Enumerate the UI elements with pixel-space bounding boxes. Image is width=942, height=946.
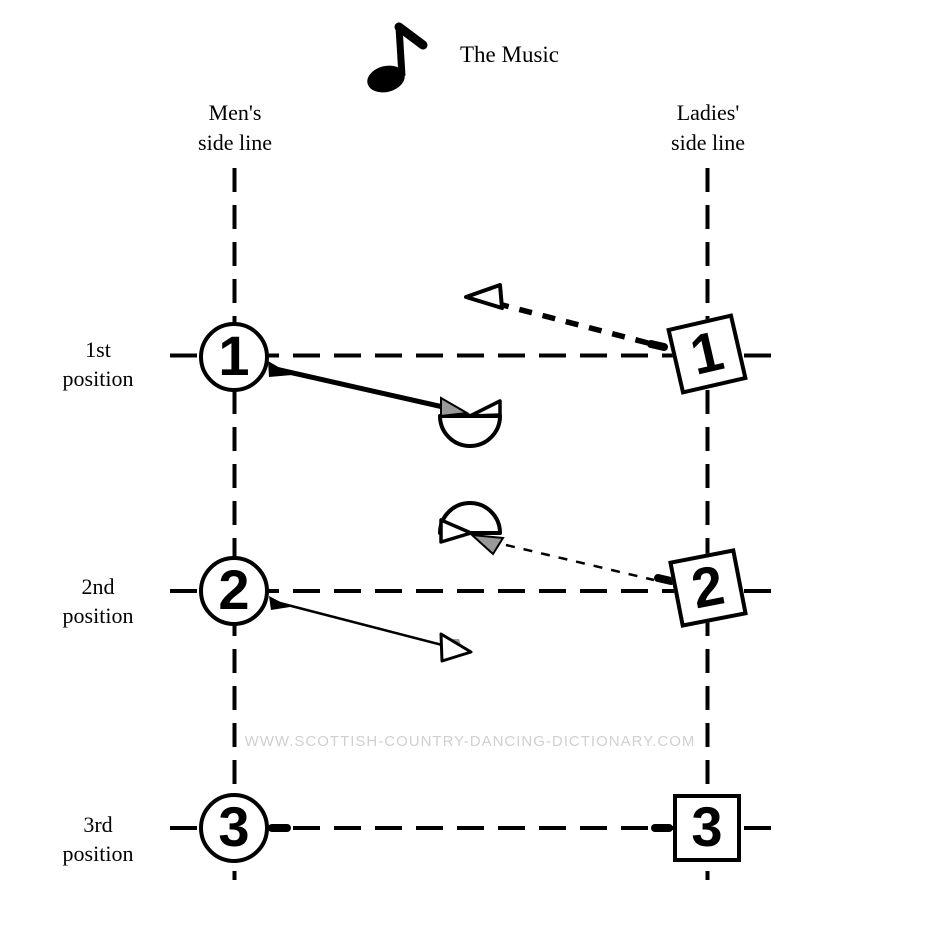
pos3-line2: position	[62, 841, 134, 866]
mens-side-line-label: Men's side line	[155, 98, 315, 158]
ladies-label-line1: Ladies'	[676, 100, 740, 125]
man-1-marker: 1	[199, 322, 269, 392]
open-arrowhead-icon	[464, 283, 504, 310]
man-2-marker: 2	[199, 556, 269, 626]
shaded-arrowhead-icon	[469, 533, 505, 556]
facing-notch	[439, 518, 473, 544]
man-1-number: 1	[218, 324, 250, 387]
man-3-number: 3	[218, 795, 250, 858]
watermark: WWW.SCOTTISH-COUNTRY-DANCING-DICTIONARY.…	[244, 733, 696, 750]
man-1-track-arrow	[268, 361, 502, 448]
man-3-marker: 3	[199, 793, 269, 863]
mens-label-line2: side line	[198, 130, 272, 155]
page-title: The Music	[460, 42, 560, 67]
pos1-line2: position	[62, 366, 134, 391]
facing-marker-man1	[438, 414, 502, 448]
man-2-track-arrow	[269, 596, 473, 663]
shaded-arrowhead-icon	[440, 396, 471, 418]
open-arrowhead-icon	[439, 632, 473, 663]
lady-1-track-arrow	[464, 283, 668, 351]
man-2-number: 2	[218, 558, 250, 621]
lady-2-marker: 2	[668, 548, 748, 628]
lady-3-number: 3	[691, 795, 723, 858]
third-position-label: 3rd position	[33, 810, 163, 868]
facing-notch	[468, 399, 502, 418]
lady-2-track-arrow	[438, 501, 675, 585]
pos2-line2: position	[62, 603, 134, 628]
eighth-note-icon	[367, 22, 428, 93]
lady-2-number: 2	[686, 552, 730, 621]
pos1-line1: 1st	[85, 337, 111, 362]
second-position-label: 2nd position	[33, 572, 163, 630]
lady-1-number: 1	[684, 318, 729, 387]
pos3-line1: 3rd	[83, 812, 113, 837]
ladies-label-line2: side line	[671, 130, 745, 155]
ladies-side-line-label: Ladies' side line	[628, 98, 788, 158]
pos2-line1: 2nd	[81, 574, 115, 599]
first-position-label: 1st position	[33, 335, 163, 393]
lady-3-marker: 3	[673, 794, 741, 862]
mens-label-line1: Men's	[208, 100, 262, 125]
